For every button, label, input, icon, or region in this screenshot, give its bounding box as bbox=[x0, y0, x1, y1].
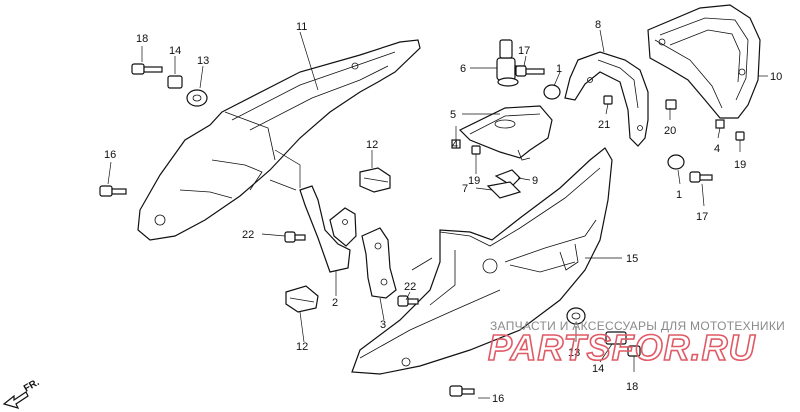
part-12-cushion-lower bbox=[285, 285, 319, 313]
callout-10: 10 bbox=[770, 71, 782, 83]
callout-15: 15 bbox=[626, 253, 638, 265]
callout-22-left: 22 bbox=[242, 229, 254, 241]
callout-14-upper: 14 bbox=[169, 45, 181, 57]
callout-13-lower: 13 bbox=[568, 347, 580, 359]
part-15-right-cowl bbox=[351, 147, 613, 375]
part-3-stay bbox=[361, 227, 397, 299]
part-13-rubber-lower bbox=[566, 307, 586, 325]
watermark-caption: ЗАПЧАСТИ И АКСЕССУАРЫ ДЛЯ МОТОТЕХНИКИ bbox=[490, 319, 785, 333]
part-1-rubber-lower bbox=[667, 154, 685, 170]
callout-8: 8 bbox=[595, 19, 601, 31]
callout-7: 7 bbox=[462, 183, 468, 195]
callout-6: 6 bbox=[460, 63, 466, 75]
part-20-screw bbox=[665, 99, 677, 110]
callout-12-upper: 12 bbox=[366, 139, 378, 151]
part-16-bolt-upper bbox=[99, 185, 127, 197]
callout-17-upper: 17 bbox=[518, 45, 530, 57]
part-22-bolt-left bbox=[284, 231, 306, 243]
callout-11: 11 bbox=[296, 21, 307, 33]
callout-16-upper: 16 bbox=[104, 149, 116, 161]
part-16-bolt-lower bbox=[449, 385, 475, 397]
arrow-icon bbox=[2, 391, 29, 409]
part-1-rubber-upper bbox=[543, 84, 561, 100]
watermark: ЗАПЧАСТИ И АКСЕССУАРЫ ДЛЯ МОТОТЕХНИКИ PA… bbox=[487, 319, 785, 369]
part-7-plate bbox=[486, 181, 522, 199]
part-2-stay bbox=[299, 185, 357, 273]
callout-18-upper: 18 bbox=[136, 33, 148, 45]
part-17-bolt-lower bbox=[689, 171, 713, 183]
callout-9: 9 bbox=[532, 175, 538, 187]
callout-21: 21 bbox=[598, 119, 610, 131]
callout-19-left: 19 bbox=[468, 175, 480, 187]
part-11-left-cowl bbox=[137, 39, 421, 241]
part-13-rubber-upper bbox=[186, 89, 208, 107]
part-10-grab-rail bbox=[647, 4, 761, 119]
callout-2: 2 bbox=[332, 297, 338, 309]
callout-1-lower: 1 bbox=[676, 189, 682, 201]
part-17-bolt-upper bbox=[515, 65, 545, 77]
callout-3: 3 bbox=[380, 319, 386, 331]
part-14-collar-lower bbox=[605, 331, 627, 345]
callout-5: 5 bbox=[450, 109, 456, 121]
callout-14-lower: 14 bbox=[592, 363, 604, 375]
part-4-nut-right bbox=[715, 119, 725, 129]
callout-12-lower: 12 bbox=[296, 341, 308, 353]
callout-4-left: 4 bbox=[452, 139, 458, 151]
callout-1-upper: 1 bbox=[556, 63, 562, 75]
callout-17-lower: 17 bbox=[696, 211, 708, 223]
part-12-cushion-upper bbox=[359, 167, 391, 193]
callout-4-right: 4 bbox=[714, 143, 720, 155]
callout-19-right: 19 bbox=[734, 159, 746, 171]
watermark-brand: PARTSFOR.RU bbox=[488, 327, 756, 368]
callout-18-lower: 18 bbox=[626, 381, 638, 393]
part-19-screw-left bbox=[471, 145, 481, 155]
leader-lines bbox=[107, 29, 768, 399]
callout-16-lower: 16 bbox=[492, 393, 504, 405]
front-direction-marker: FR. bbox=[2, 377, 42, 409]
part-5-lock-plate bbox=[458, 105, 553, 161]
callout-labels: 18 14 13 16 11 22 12 12 2 3 22 6 17 8 1 … bbox=[104, 19, 782, 405]
callout-20: 20 bbox=[664, 125, 676, 137]
front-label: FR. bbox=[22, 377, 42, 395]
part-18-bolt-upper bbox=[131, 63, 163, 75]
part-22-bolt-center bbox=[397, 295, 419, 307]
part-14-collar-upper bbox=[167, 75, 183, 89]
callout-13-upper: 13 bbox=[197, 55, 209, 67]
part-21-screw bbox=[603, 95, 613, 105]
part-8-bracket bbox=[564, 51, 649, 147]
part-19-screw-right bbox=[735, 131, 745, 141]
callout-22-center: 22 bbox=[404, 281, 416, 293]
